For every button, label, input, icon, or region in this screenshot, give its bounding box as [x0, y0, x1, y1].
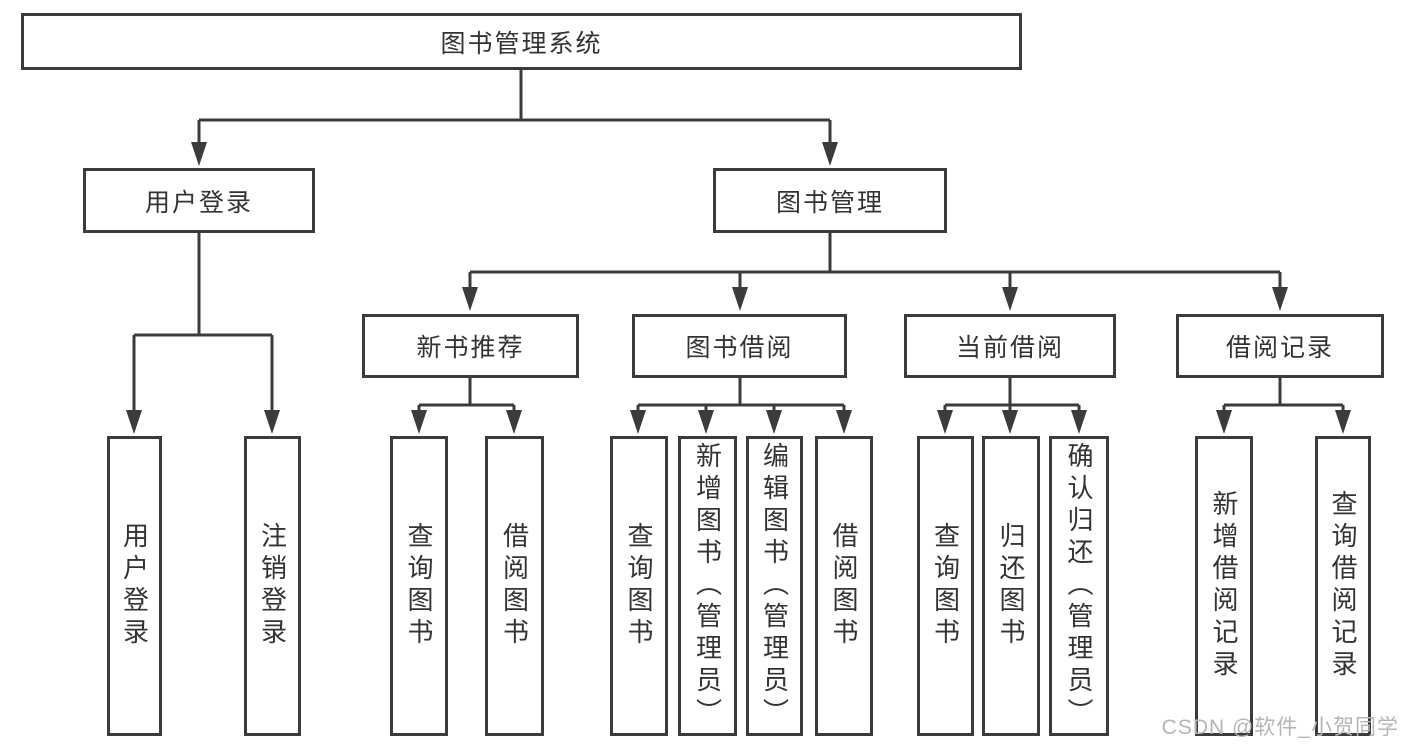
node-nb-borrow: 借阅图书 [485, 436, 544, 736]
node-book-mgmt: 图书管理 [713, 168, 947, 233]
csdn-watermark: CSDN @软件_小贺同学 [1161, 716, 1399, 739]
node-borrow-record: 借阅记录 [1176, 314, 1384, 378]
node-cb-return-label: 归还图书 [996, 522, 1026, 650]
node-book-borrow: 图书借阅 [632, 314, 847, 378]
node-user-login: 用户登录 [83, 168, 315, 233]
node-current-borrow-label: 当前借阅 [955, 334, 1064, 362]
node-borrow-record-label: 借阅记录 [1225, 334, 1334, 362]
node-br-add-label: 新增借阅记录 [1209, 490, 1239, 682]
node-br-query: 查询借阅记录 [1315, 436, 1371, 736]
node-bb-query-label: 查询图书 [624, 522, 654, 650]
node-bb-add-label: 新增图书（管理员） [692, 442, 723, 730]
connector-root-to-level2 [197, 70, 832, 160]
connector-book-borrow-children [636, 378, 846, 428]
connector-new-book-rec-children [417, 378, 516, 428]
node-ul-logout-label: 注销登录 [257, 522, 288, 650]
node-br-query-label: 查询借阅记录 [1328, 490, 1358, 682]
node-cb-return: 归还图书 [982, 436, 1040, 736]
node-user-login-label: 用户登录 [144, 188, 253, 217]
node-current-borrow: 当前借阅 [904, 314, 1116, 378]
node-cb-confirm: 确认归还（管理员） [1049, 436, 1109, 736]
node-book-mgmt-label: 图书管理 [775, 188, 884, 217]
connector-user-login-children [132, 233, 274, 428]
node-bb-add: 新增图书（管理员） [678, 436, 737, 736]
node-br-add: 新增借阅记录 [1195, 436, 1253, 736]
node-bb-edit: 编辑图书（管理员） [746, 436, 803, 736]
connector-borrow-record-children [1222, 378, 1345, 428]
node-new-book-rec-label: 新书推荐 [416, 334, 525, 362]
node-bb-query: 查询图书 [610, 436, 668, 736]
node-ul-login-label: 用户登录 [119, 522, 150, 650]
node-cb-confirm-label: 确认归还（管理员） [1064, 442, 1094, 730]
node-new-book-rec: 新书推荐 [362, 314, 579, 378]
node-book-borrow-label: 图书借阅 [685, 334, 794, 362]
arrowheads [126, 142, 1351, 434]
node-cb-query-label: 查询图书 [930, 522, 961, 650]
node-nb-borrow-label: 借阅图书 [499, 522, 530, 650]
node-nb-query-label: 查询图书 [404, 522, 434, 650]
node-bb-edit-label: 编辑图书（管理员） [759, 442, 790, 730]
node-ul-login: 用户登录 [107, 436, 162, 736]
node-nb-query: 查询图书 [390, 436, 448, 736]
node-bb-borrow-label: 借阅图书 [829, 522, 859, 650]
node-root-label: 图书管理系统 [440, 29, 603, 58]
node-bb-borrow: 借阅图书 [815, 436, 873, 736]
connector-book-mgmt-children [468, 233, 1282, 305]
node-ul-logout: 注销登录 [244, 436, 301, 736]
node-cb-query: 查询图书 [917, 436, 974, 736]
node-root: 图书管理系统 [21, 13, 1022, 70]
